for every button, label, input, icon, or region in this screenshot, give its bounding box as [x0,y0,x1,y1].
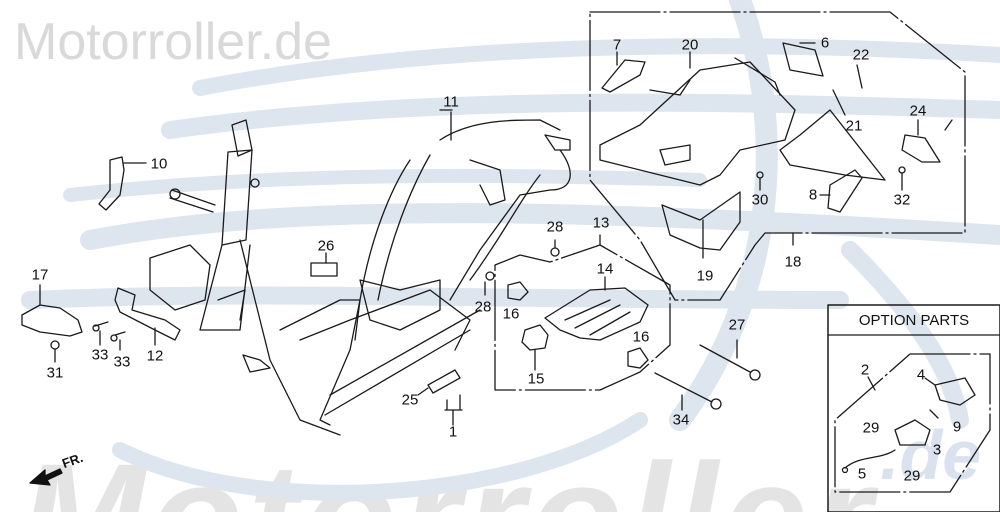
callout-29b: 29 [903,467,921,485]
callout-10: 10 [150,155,168,173]
callout-19: 19 [696,267,714,285]
callout-30: 30 [751,191,769,209]
watermark-swoosh [21,0,1000,501]
part-6-reflector [782,42,824,77]
part-17-bracket [21,284,83,363]
watermark-top: Motorroller.de [14,13,332,71]
part-11-main-frame [279,109,571,426]
option-parts-box [827,304,1000,512]
front-direction-arrow-icon [29,468,63,486]
callout-3: 3 [932,441,942,459]
part-34-bolt [654,372,713,403]
callout-8: 8 [808,186,818,204]
part-8-lamp [827,169,863,213]
callout-16b: 16 [632,328,650,346]
part-21-screw [832,89,846,116]
callout-11: 11 [443,93,459,111]
callout-28b: 28 [474,298,492,316]
part-14-cover [544,276,649,341]
callout-16a: 16 [502,305,520,323]
callout-27: 27 [728,316,746,334]
callout-12: 12 [146,347,164,365]
callout-1: 1 [448,423,458,441]
callout-6: 6 [820,34,830,52]
callout-15: 15 [527,370,545,388]
callout-2: 2 [860,361,870,379]
part-28-nut-b [485,271,495,281]
callout-9: 9 [952,418,962,436]
callout-24: 24 [909,102,927,120]
callout-5: 5 [857,465,867,483]
callout-4: 4 [916,366,926,384]
part-mudguard [779,109,886,181]
callout-28a: 28 [546,218,564,236]
part-16-bushings [507,281,649,369]
callout-25: 25 [401,391,419,409]
part-32-nut [898,166,906,174]
part-front-frame [149,119,341,436]
part-28-nut-a [550,247,560,257]
callout-13: 13 [592,214,610,232]
part-33-bolts [92,321,126,351]
callout-26: 26 [317,237,335,255]
callout-22: 22 [852,46,870,64]
part-24-plate [901,134,941,163]
callout-17: 17 [31,266,49,284]
part-10-bracket [98,156,147,211]
option-parts-title: OPTION PARTS [858,311,970,329]
part-7-reflector [601,59,646,93]
part-20-fender [599,51,796,186]
callout-18: 18 [784,253,802,271]
callout-29a: 29 [862,419,880,437]
part-12-bracket [114,287,181,346]
callout-14: 14 [596,260,614,278]
part-15-clip [521,324,549,371]
callout-20: 20 [681,36,699,54]
part-26-label-plate [310,262,338,277]
part-19-guard [661,191,741,251]
part-18-group [589,11,966,301]
part-25-1 [417,369,463,426]
callout-32: 32 [893,191,911,209]
part-27-bolt [699,344,751,373]
callout-34: 34 [672,411,690,429]
callout-33a: 33 [91,346,109,364]
part-22-bolt [856,64,863,89]
callout-31: 31 [46,364,64,382]
callout-7: 7 [612,36,622,54]
callout-21: 21 [845,117,863,135]
callout-33b: 33 [113,353,131,371]
part-13-group [494,234,671,391]
